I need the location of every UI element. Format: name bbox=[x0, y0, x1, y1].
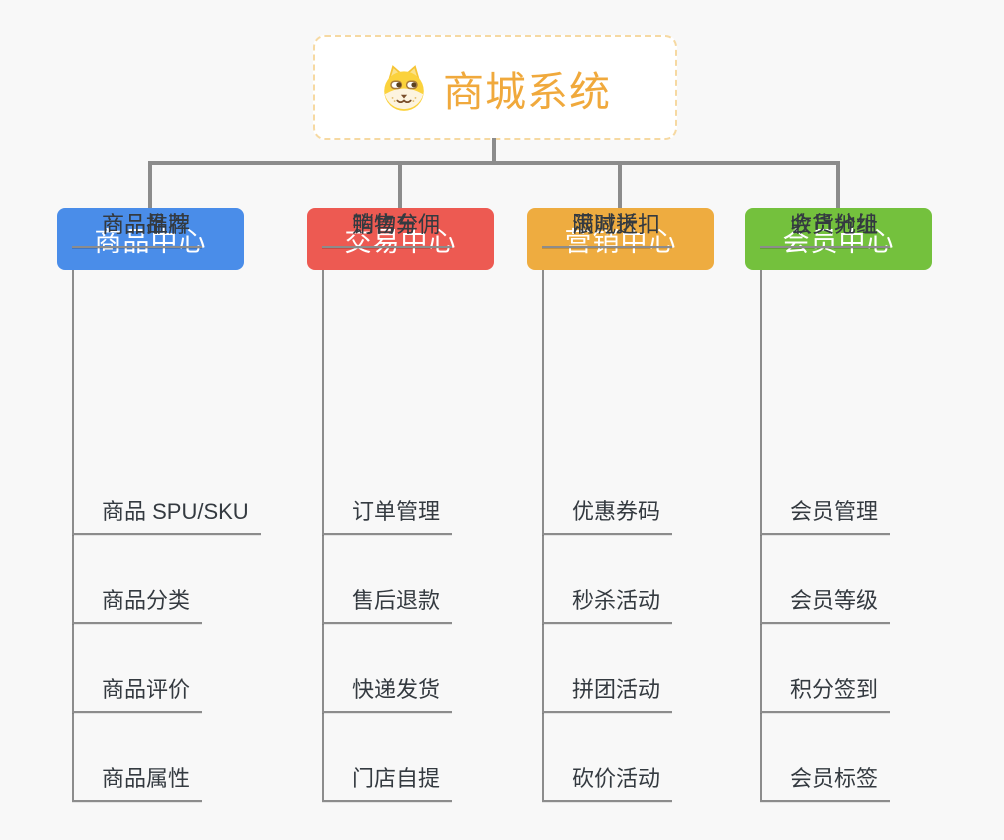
leaf-node[interactable]: 订单管理 bbox=[322, 495, 453, 535]
connector-branch-spine bbox=[760, 270, 762, 800]
connector-branch-spine bbox=[322, 270, 324, 800]
leaf-node[interactable]: 会员标签 bbox=[760, 762, 891, 802]
leaf-node[interactable]: 售后退款 bbox=[322, 584, 453, 624]
connector-drop-trade bbox=[398, 163, 402, 208]
connector-branch-spine bbox=[72, 270, 74, 800]
leaf-node[interactable]: 销售分佣 bbox=[322, 208, 453, 248]
leaf-node[interactable]: 会员等级 bbox=[760, 584, 891, 624]
connector-drop-member bbox=[836, 163, 840, 208]
leaf-node[interactable]: 砍价活动 bbox=[542, 762, 673, 802]
root-label: 商城系统 bbox=[443, 68, 611, 115]
leaf-node[interactable]: 快递发货 bbox=[322, 673, 453, 713]
connector-root-stem bbox=[492, 138, 496, 165]
branch-marketing-center: 营销中心 优惠券码 秒杀活动 拼团活动 砍价活动 限时折扣 满减送 bbox=[527, 208, 714, 818]
branch-header-trade[interactable]: 交易中心 bbox=[307, 208, 494, 270]
leaf-node[interactable]: 积分签到 bbox=[760, 673, 891, 713]
connector-bus bbox=[148, 161, 840, 165]
root-node[interactable]: 商城系统 bbox=[313, 35, 677, 140]
leaf-node[interactable]: 商品分类 bbox=[72, 584, 203, 624]
branch-trade-center: 交易中心 订单管理 售后退款 快递发货 门店自提 购物车 销售分佣 bbox=[307, 208, 494, 818]
leaf-node[interactable]: 满减送 bbox=[542, 208, 651, 248]
leaf-node[interactable]: 收货地址 bbox=[760, 208, 891, 248]
connector-drop-product bbox=[148, 163, 152, 208]
leaf-node[interactable]: 优惠券码 bbox=[542, 495, 673, 535]
leaf-node[interactable]: 商品 SPU/SKU bbox=[72, 495, 261, 535]
branch-product-center: 商品中心 商品 SPU/SKU 商品分类 商品评价 商品属性 商品推荐 商品品牌 bbox=[57, 208, 261, 818]
leaf-node[interactable]: 门店自提 bbox=[322, 762, 453, 802]
connector-drop-marketing bbox=[618, 163, 622, 208]
branch-member-center: 会员中心 会员管理 会员等级 积分签到 会员标签 会员分组 收货地址 bbox=[745, 208, 932, 818]
connector-branch-spine bbox=[542, 270, 544, 800]
leaf-node[interactable]: 拼团活动 bbox=[542, 673, 673, 713]
leaf-node[interactable]: 商品评价 bbox=[72, 673, 203, 713]
leaf-node[interactable]: 秒杀活动 bbox=[542, 584, 673, 624]
leaf-node[interactable]: 商品品牌 bbox=[72, 208, 203, 248]
branch-header-member[interactable]: 会员中心 bbox=[745, 208, 932, 270]
leaf-node[interactable]: 会员管理 bbox=[760, 495, 891, 535]
branch-header-product[interactable]: 商品中心 bbox=[57, 208, 244, 270]
leaf-node[interactable]: 商品属性 bbox=[72, 762, 203, 802]
dog-face-icon bbox=[379, 63, 429, 113]
branch-header-marketing[interactable]: 营销中心 bbox=[527, 208, 714, 270]
